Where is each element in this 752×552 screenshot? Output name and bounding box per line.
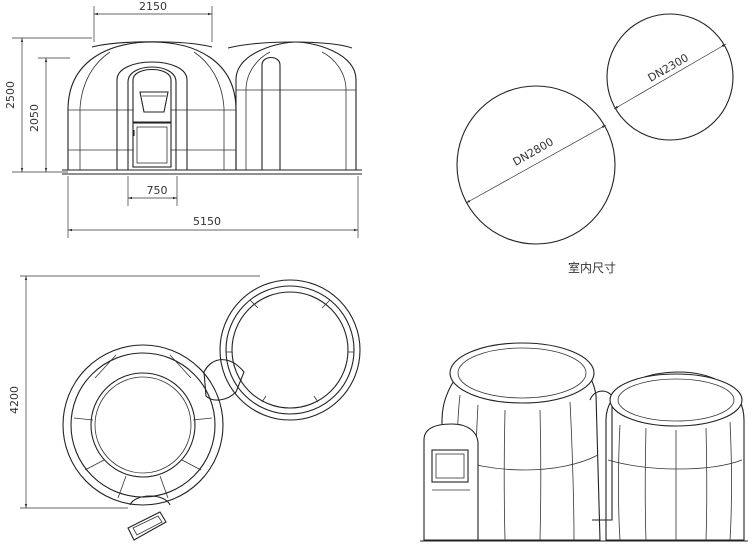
front-elevation: 2150 2500 2050 750 5150 — [4, 0, 362, 238]
dim-plan-height: 4200 — [8, 386, 21, 414]
dim-width-top: 2150 — [139, 0, 167, 13]
perspective-view — [420, 342, 748, 542]
dim-width-total: 5150 — [193, 215, 221, 228]
interior-size-circles: DN2800 DN2300 室内尺寸 — [456, 13, 734, 275]
dn-large-label: DN2800 — [511, 135, 556, 169]
interior-size-caption: 室内尺寸 — [568, 260, 616, 275]
plan-view: 4200 — [8, 275, 361, 541]
dim-height-total: 2500 — [4, 81, 17, 109]
dim-height-wall: 2050 — [28, 104, 41, 132]
dim-door-width: 750 — [147, 184, 168, 197]
